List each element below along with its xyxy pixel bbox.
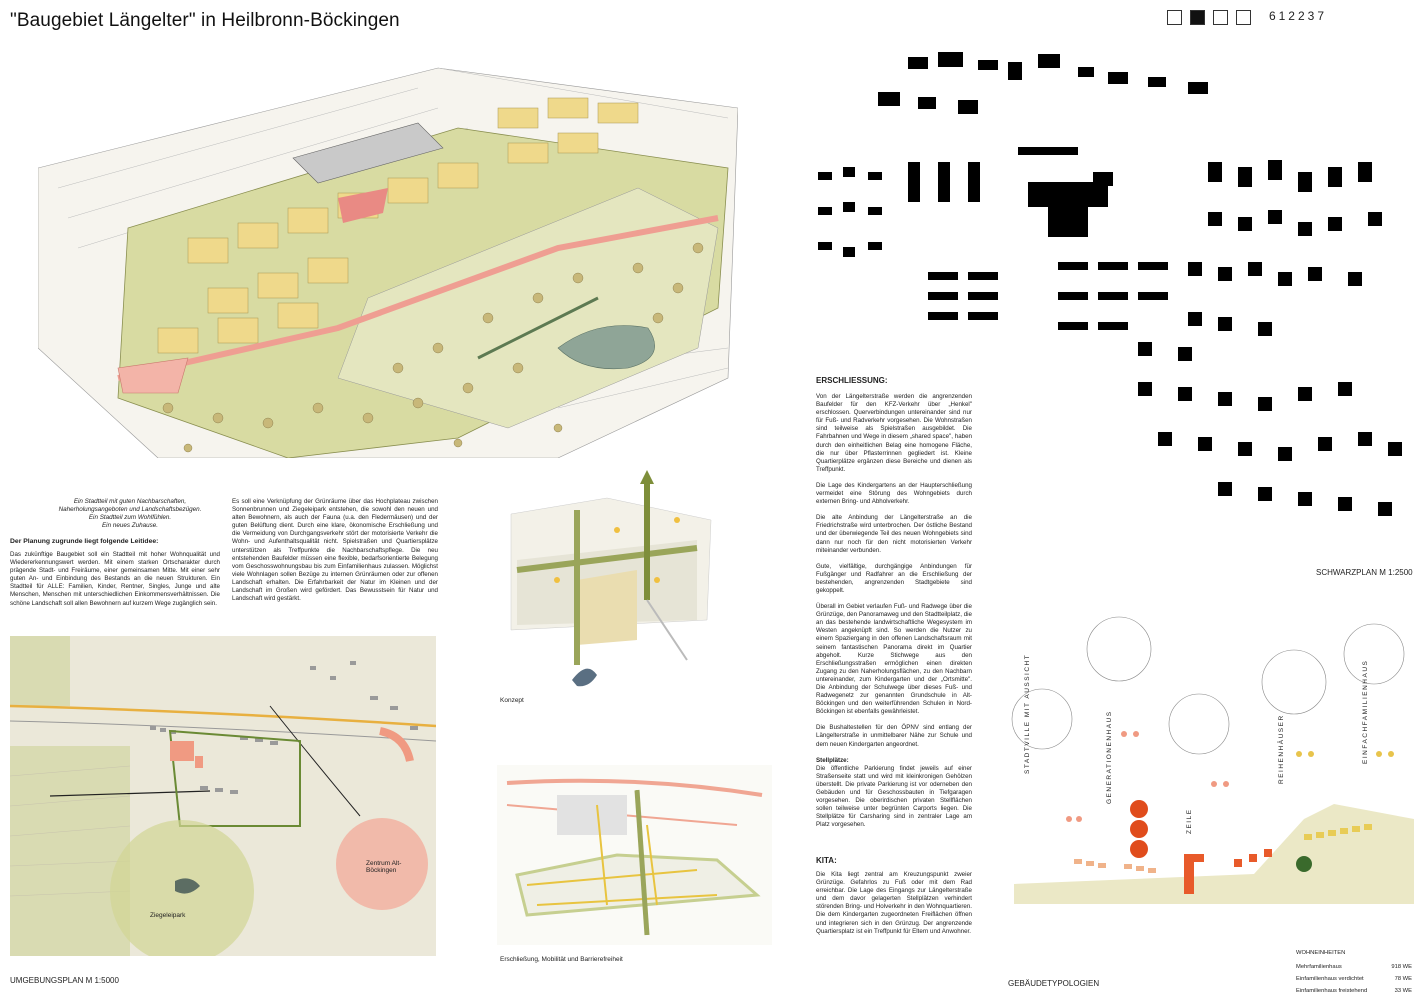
- erschliessung-caption: Erschließung, Mobilität und Barrierefrei…: [500, 956, 623, 963]
- konzept-drawing: [510, 470, 712, 687]
- erschliessung-text: ERSCHLIESSUNG: Von der Längelterstraße w…: [816, 376, 972, 830]
- erschliessung-p4: Gute, vielfältige, durchgängige Anbindun…: [816, 562, 972, 594]
- typology-reihenhaeuser: REIHENHÄUSER: [1278, 714, 1285, 784]
- stellplaetze-heading: Stellplätze:: [816, 756, 849, 764]
- typologies-drawing: [1011, 616, 1414, 904]
- erschliessung-diagram: [497, 765, 772, 945]
- gebaeudetypologien-caption: GEBÄUDETYPOLOGIEN: [1008, 979, 1100, 988]
- label-zentrum: Zentrum Alt-Böckingen: [366, 860, 402, 874]
- wohneinheiten-label: Einfamilienhaus freistehend: [1296, 988, 1368, 994]
- wohneinheiten-row: Mehrfamilienhaus 918 WE: [1296, 964, 1412, 970]
- wohneinheiten-value: 918 WE: [1391, 964, 1412, 970]
- umgebungsplan-caption: UMGEBUNGSPLAN M 1:5000: [10, 976, 119, 985]
- wohneinheiten-row: Einfamilienhaus freistehend 33 WE: [1296, 988, 1412, 994]
- code-box: [1167, 10, 1182, 25]
- tagline-line: Ein neues Zuhause.: [101, 522, 158, 529]
- wohneinheiten-label: Einfamilienhaus verdichtet: [1296, 976, 1364, 982]
- tagline: Ein Stadtteil mit guten Nachbarschaften,…: [40, 498, 220, 530]
- tagline-line: Ein Stadtteil zum Wohlfühlen.: [88, 514, 172, 521]
- umgebungsplan-drawing: [10, 636, 436, 956]
- konzept-diagram: [497, 470, 713, 690]
- wohneinheiten-table: WOHNEINHEITEN Mehrfamilienhaus 918 WE Ei…: [1296, 950, 1412, 994]
- gebaeudetypologien-diagram: STADTVILLE MIT AUSSICHT GENERATIONENHAUS…: [1004, 604, 1416, 904]
- kita-paragraph: Die Kita liegt zentral am Kreuzungspunkt…: [816, 871, 972, 935]
- kita-text: KITA: Die Kita liegt zentral am Kreuzung…: [816, 856, 972, 936]
- aerial-perspective: [38, 48, 738, 458]
- erschliessung-heading: ERSCHLIESSUNG:: [816, 376, 888, 385]
- leitidee-column-1: Der Planung zugrunde liegt folgende Leit…: [10, 538, 220, 608]
- code-number: 612237: [1268, 9, 1327, 23]
- erschliessung-drawing: [497, 765, 772, 945]
- leitidee-heading: Der Planung zugrunde liegt folgende Leit…: [10, 538, 159, 545]
- wohneinheiten-heading: WOHNEINHEITEN: [1296, 950, 1346, 956]
- schwarzplan-caption: SCHWARZPLAN M 1:2500: [1316, 568, 1413, 577]
- erschliessung-p2: Die Lage des Kindergartens an der Haupte…: [816, 481, 972, 506]
- wohneinheiten-value: 78 WE: [1394, 976, 1412, 982]
- erschliessung-p6: Die Bushaltestellen für den ÖPNV sind en…: [816, 724, 972, 748]
- page-title: "Baugebiet Längelter" in Heilbronn-Böcki…: [10, 10, 400, 31]
- tagline-line: Naherholungsangeboten und Landschaftsbez…: [58, 506, 202, 513]
- kita-heading: KITA:: [816, 856, 837, 865]
- wohneinheiten-value: 33 WE: [1394, 988, 1412, 994]
- code-box: [1190, 10, 1205, 25]
- schwarzplan-map: [808, 42, 1418, 547]
- erschliessung-p1: Von der Längelterstraße werden die angre…: [816, 393, 972, 473]
- leitidee-text: Das zukünftige Baugebiet soll ein Stadtt…: [10, 551, 220, 607]
- code-box: [1213, 10, 1228, 25]
- schwarzplan-drawing: [818, 52, 1402, 516]
- typology-zeile: ZEILE: [1186, 808, 1193, 834]
- label-ziegeleipark: Ziegeleipark: [150, 912, 186, 919]
- code-boxes: [1167, 10, 1251, 25]
- aerial-drawing: [38, 67, 738, 458]
- erschliessung-p7: Die öffentliche Parkierung findet jeweil…: [816, 764, 972, 829]
- erschliessung-p3: Die alte Anbindung der Längelterstraße a…: [816, 514, 972, 554]
- konzept-caption: Konzept: [500, 697, 524, 704]
- wohneinheiten-label: Mehrfamilienhaus: [1296, 964, 1342, 970]
- typology-einfamilienhaus: EINFACHFAMILIENHAUS: [1362, 659, 1369, 764]
- typology-generationenhaus: GENERATIONENHAUS: [1106, 710, 1113, 804]
- erschliessung-p5: Überall im Gebiet verlaufen Fuß- und Rad…: [816, 603, 972, 716]
- code-box: [1236, 10, 1251, 25]
- tagline-line: Ein Stadtteil mit guten Nachbarschaften,: [73, 498, 187, 505]
- typology-stadtville: STADTVILLE MIT AUSSICHT: [1024, 653, 1031, 774]
- leitidee-column-2: Es soll eine Verknüpfung der Grünräume ü…: [232, 498, 438, 603]
- umgebungsplan-map: Zentrum Alt-Böckingen Ziegeleipark: [10, 636, 436, 956]
- wohneinheiten-row: Einfamilienhaus verdichtet 78 WE: [1296, 976, 1412, 982]
